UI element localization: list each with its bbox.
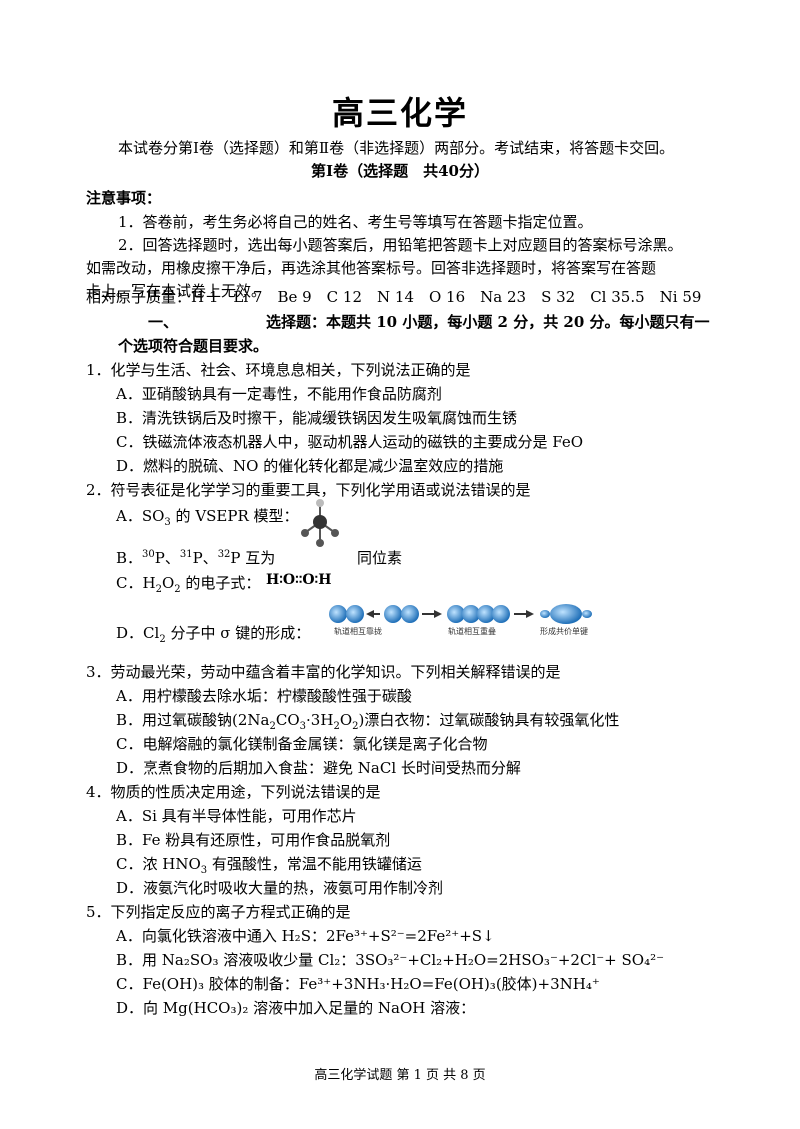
q1-option-b: B．清洗铁锅后及时擦干，能减缓铁锅因发生吸氧腐蚀而生锈 [116, 409, 518, 427]
q2-option-b-tail: 同位素 [357, 549, 403, 567]
q1-option-a: A．亚硝酸钠具有一定毒性，不能用作食品防腐剂 [116, 385, 442, 403]
q5-option-b: B．用 Na₂SO₃ 溶液吸收少量 Cl₂：3SO₃²⁻+Cl₂+H₂O=2HS… [116, 951, 665, 969]
q1-option-d: D．燃料的脱硫、NO 的催化转化都是减少温室效应的措施 [116, 457, 504, 475]
note-2-line1: 2．回答选择题时，选出每小题答案后，用铅笔把答题卡上对应题目的答案标号涂黑。 [118, 236, 683, 254]
q2-option-d: D．Cl2 分子中 σ 键的形成： [116, 624, 311, 645]
q2-option-c: C．H2O2 的电子式： [116, 574, 261, 595]
q3-option-b: B．用过氧碳酸钠(2Na2CO3·3H2O2)漂白衣物：过氧碳酸钠具有较强氧化性 [116, 711, 620, 732]
q4-option-d: D．液氨汽化时吸收大量的热，液氨可用作制冷剂 [116, 879, 444, 897]
q3-option-c: C．电解熔融的氯化镁制备金属镁：氯化镁是离子化合物 [116, 735, 488, 753]
q5-option-c: C．Fe(OH)₃ 胶体的制备：Fe³⁺+3NH₃·H₂O=Fe(OH)₃(胶体… [116, 975, 600, 993]
part-desc-line2: 个选项符合题目要求。 [118, 337, 269, 355]
question-3: 3．劳动最光荣，劳动中蕴含着丰富的化学知识。下列相关解释错误的是 [86, 663, 561, 681]
vsepr-model-icon [301, 499, 339, 547]
note-2-line2: 如需改动，用橡皮擦干净后，再选涂其他答案标号。回答非选择题时，将答案写在答题 [86, 259, 657, 277]
sigma-bond-diagram: 轨道相互靠拢 轨道相互重叠 形成共价单键 [329, 604, 592, 636]
part-desc-line1: 选择题：本题共 10 小题，每小题 2 分，共 20 分。每小题只有一 [266, 313, 710, 331]
diagram-label-3: 形成共价单键 [540, 626, 588, 636]
q2-option-a: A．SO3 的 VSEPR 模型： [116, 507, 299, 528]
diagram-label-2: 轨道相互重叠 [448, 626, 496, 636]
page-title: 高三化学 [331, 94, 468, 132]
page-footer: 高三化学试题 第 1 页 共 8 页 [314, 1068, 486, 1083]
q5-option-a: A．向氯化铁溶液中通入 H₂S：2Fe³⁺+S²⁻=2Fe²⁺+S↓ [116, 927, 495, 945]
q4-option-a: A．Si 具有半导体性能，可用作芯片 [116, 807, 357, 825]
q4-option-b: B．Fe 粉具有还原性，可用作食品脱氧剂 [116, 831, 391, 849]
section-title: 第Ⅰ卷（选择题 共40分） [311, 162, 489, 180]
note-1: 1．答卷前，考生务必将自己的姓名、考生号等填写在答题卡指定位置。 [118, 213, 593, 231]
electron-formula: H∶O∶∶O∶H [266, 572, 332, 588]
q3-option-d: D．烹煮食物的后期加入食盐：避免 NaCl 长时间受热而分解 [116, 759, 521, 777]
question-2: 2．符号表征是化学学习的重要工具，下列化学用语或说法错误的是 [86, 481, 531, 499]
q5-option-d: D．向 Mg(HCO₃)₂ 溶液中加入足量的 NaOH 溶液： [116, 999, 476, 1017]
intro-text: 本试卷分第Ⅰ卷（选择题）和第Ⅱ卷（非选择题）两部分。考试结束，将答题卡交回。 [118, 139, 675, 157]
q1-option-c: C．铁磁流体液态机器人中，驱动机器人运动的磁铁的主要成分是 FeO [116, 433, 584, 451]
diagram-label-1: 轨道相互靠拢 [334, 626, 382, 636]
part-number: 一、 [148, 313, 179, 331]
atomic-mass: 相对原子质量：H 1 Li 7 Be 9 C 12 N 14 O 16 Na 2… [86, 288, 702, 306]
q3-option-a: A．用柠檬酸去除水垢：柠檬酸酸性强于碳酸 [116, 687, 412, 705]
note-2-line3: 卡上。写在本试卷上无效。 [86, 282, 267, 300]
q2-option-b: B．30P、31P、32P 互为 [116, 549, 276, 567]
question-4: 4．物质的性质决定用途，下列说法错误的是 [86, 783, 381, 801]
question-1: 1．化学与生活、社会、环境息息相关，下列说法正确的是 [86, 361, 471, 379]
q4-option-c: C．浓 HNO3 有强酸性，常温不能用铁罐储运 [116, 855, 422, 876]
question-5: 5．下列指定反应的离子方程式正确的是 [86, 903, 351, 921]
notes-title: 注意事项： [86, 189, 162, 207]
